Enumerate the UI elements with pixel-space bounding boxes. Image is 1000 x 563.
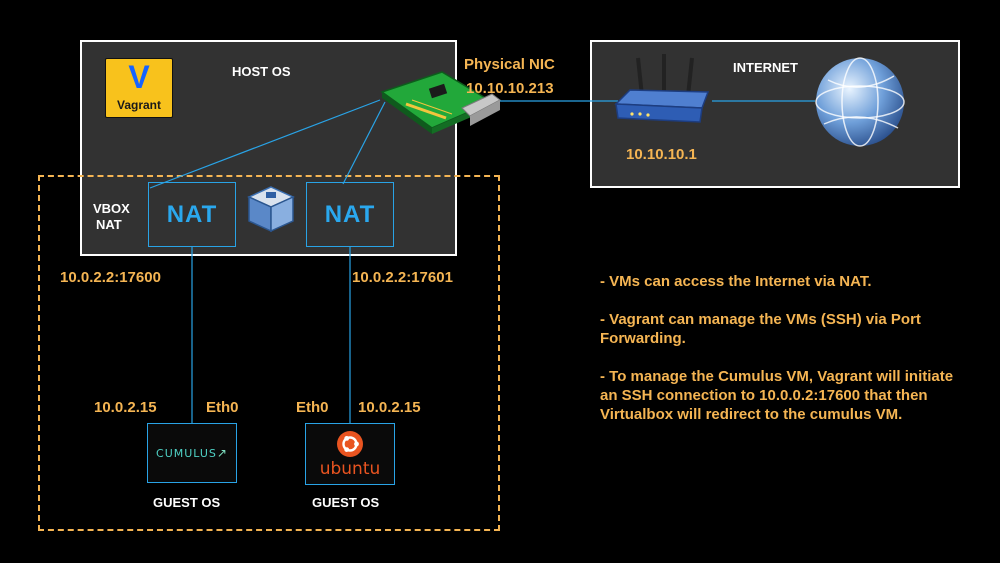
guest-right-caption: GUEST OS — [312, 495, 380, 510]
globe-icon — [815, 57, 905, 147]
nic-ip: 10.10.10.213 — [466, 80, 554, 97]
host-os-title: HOST OS — [232, 64, 291, 79]
vagrant-logo-letter: V — [128, 59, 150, 95]
notes-panel: - VMs can access the Internet via NAT. -… — [600, 272, 960, 443]
nat-right-forward: 10.0.2.2:17601 — [352, 269, 453, 286]
guest-left-iface: Eth0 — [206, 399, 239, 416]
nic-card-icon — [380, 71, 501, 134]
vbox-nat-label-line1: VBOX — [93, 201, 130, 216]
router-ip: 10.10.10.1 — [626, 146, 697, 163]
guest-right-iface: Eth0 — [296, 399, 329, 416]
nat-left-box: NAT — [148, 182, 236, 247]
vagrant-logo-icon: V Vagrant — [105, 58, 173, 118]
cumulus-logo-text: CUMULUS — [156, 447, 217, 460]
vbox-nat-label-line2: NAT — [96, 217, 122, 232]
cumulus-logo-icon: CUMULUS↗ — [156, 446, 228, 460]
guest-left-ip: 10.0.2.15 — [94, 399, 157, 416]
nat-right-box: NAT — [306, 182, 394, 247]
guest-right-box: ubuntu — [305, 423, 395, 485]
guest-left-box: CUMULUS↗ — [147, 423, 237, 483]
note-item: - Vagrant can manage the VMs (SSH) via P… — [600, 311, 921, 347]
nat-right-label: NAT — [324, 200, 376, 228]
internet-title: INTERNET — [733, 60, 798, 75]
nat-left-label: NAT — [166, 200, 218, 228]
vagrant-logo-text: Vagrant — [116, 98, 161, 112]
router-icon — [614, 54, 710, 123]
note-item: - VMs can access the Internet via NAT. — [600, 273, 872, 290]
nic-label: Physical NIC — [464, 56, 555, 73]
virtualbox-icon — [247, 186, 295, 233]
guest-left-caption: GUEST OS — [153, 495, 221, 510]
nat-left-forward: 10.0.2.2:17600 — [60, 269, 161, 286]
note-item: - To manage the Cumulus VM, Vagrant will… — [600, 368, 954, 423]
vbox-nat-region — [38, 175, 500, 531]
ubuntu-logo-icon — [337, 430, 363, 457]
link-nat-left-to-nic — [149, 99, 381, 189]
link-nat-right-to-nic — [342, 101, 386, 185]
ubuntu-logo-text: ubuntu — [319, 458, 381, 479]
guest-right-ip: 10.0.2.15 — [358, 399, 421, 416]
